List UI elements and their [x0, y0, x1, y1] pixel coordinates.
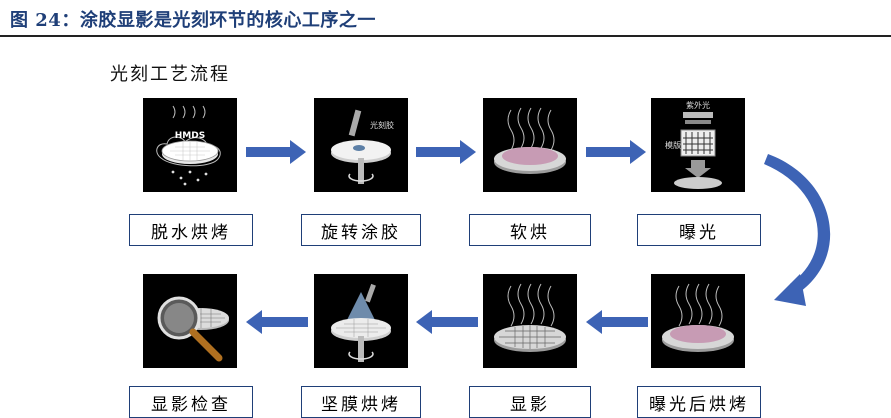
exposure-image: 紫外光 模版	[651, 98, 745, 192]
step-label-dehydration-bake: 脱水烘烤	[129, 214, 253, 246]
hmds-label: HMDS	[175, 131, 205, 141]
develop-image	[483, 274, 577, 368]
dehydration-bake-image: HMDS	[143, 98, 237, 192]
step-label-spin-coat: 旋转涂胶	[301, 214, 421, 246]
uv-light-label: 紫外光	[686, 100, 710, 110]
arrow-left-2	[416, 310, 478, 334]
spin-coat-image: 光刻胶	[314, 98, 408, 192]
step-label-inspection: 显影检查	[129, 386, 253, 418]
arrow-right-1	[246, 140, 306, 164]
arrow-left-3	[586, 310, 648, 334]
soft-bake-image	[483, 98, 577, 192]
mask-label: 模版	[665, 140, 681, 150]
hard-bake-image	[314, 274, 408, 368]
step-label-soft-bake: 软烘	[469, 214, 591, 246]
title-divider	[0, 35, 891, 37]
step-label-exposure: 曝光	[637, 214, 761, 246]
photoresist-label: 光刻胶	[370, 120, 394, 130]
arrow-right-3	[586, 140, 646, 164]
step-label-post-exposure-bake: 曝光后烘烤	[637, 386, 761, 418]
arrow-right-2	[416, 140, 476, 164]
figure-title: 图 24：涂胶显影是光刻环节的核心工序之一	[10, 10, 376, 31]
post-exposure-bake-image	[651, 274, 745, 368]
step-label-hard-bake: 坚膜烘烤	[301, 386, 421, 418]
inspection-image	[143, 274, 237, 368]
step-label-develop: 显影	[469, 386, 591, 418]
process-subtitle: 光刻工艺流程	[110, 64, 230, 85]
arrow-curved-down	[764, 154, 831, 306]
arrow-left-1	[246, 310, 308, 334]
